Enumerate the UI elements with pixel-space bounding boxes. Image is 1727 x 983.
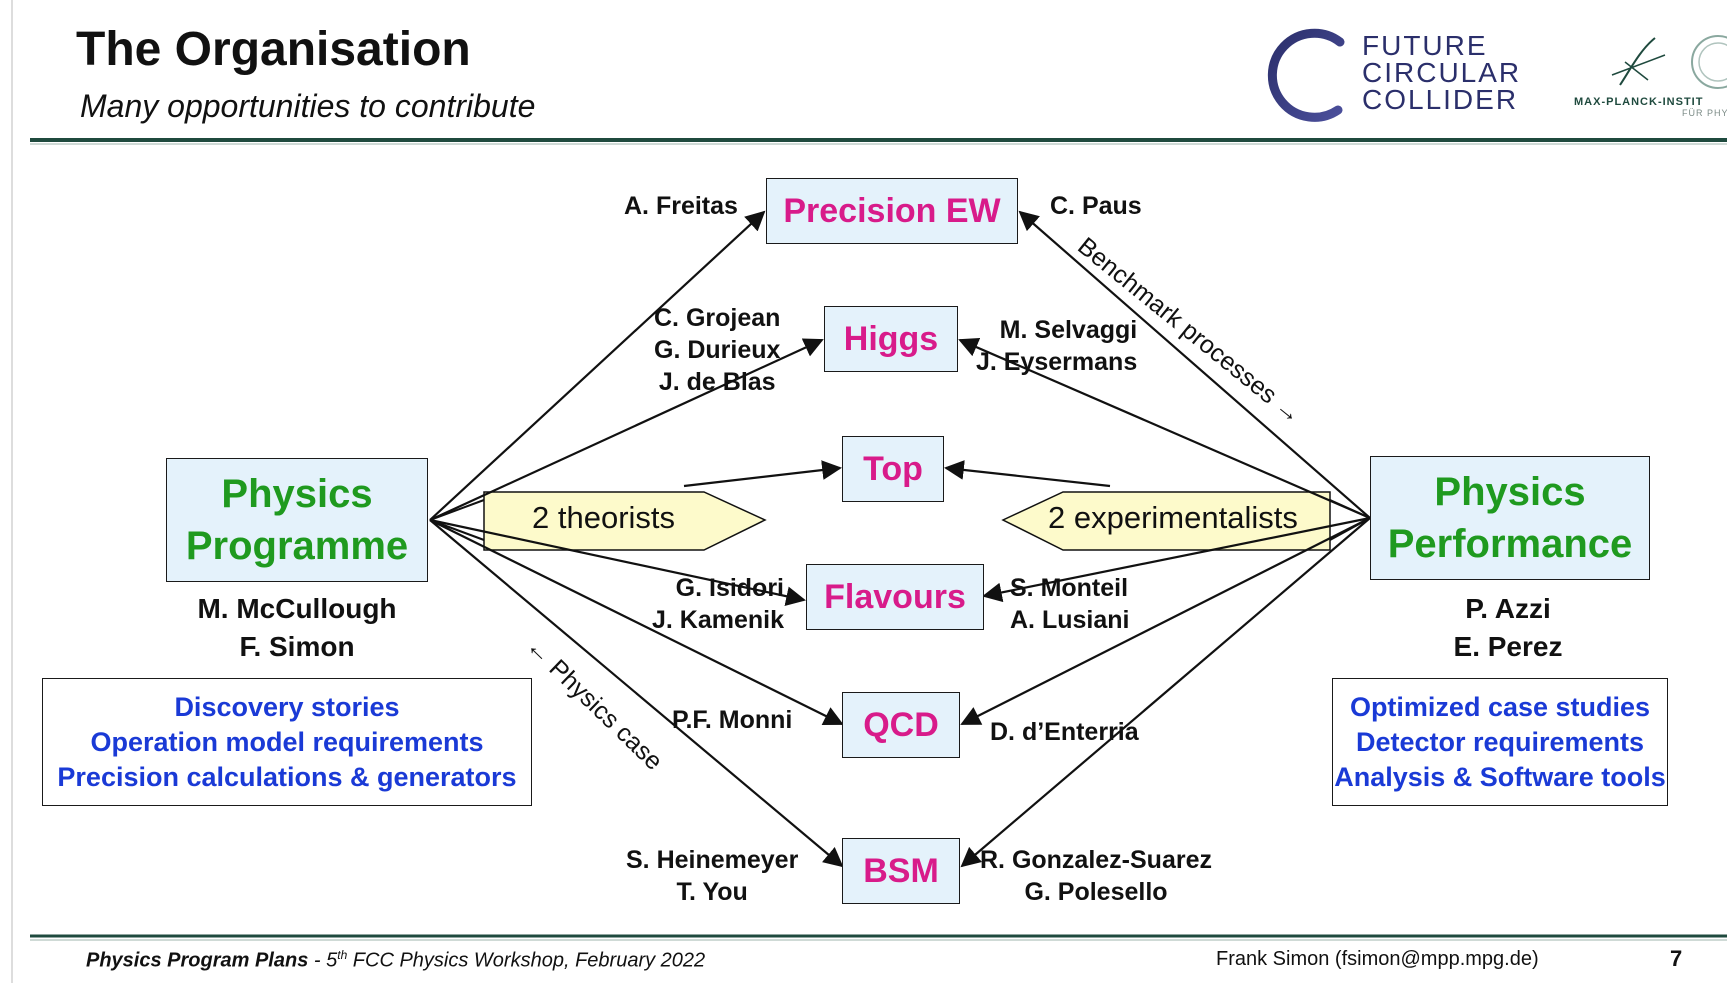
flavours-left-names: G. Isidori J. Kamenik [652,574,785,634]
flavours-right-names: S. Monteil A. Lusiani [1010,574,1130,634]
higgs-right-names: M. Selvaggi J. Eysermans [976,316,1138,376]
qcd-right-names: D. d’Enterria [990,718,1139,746]
fcc-logo-text: FUTURE CIRCULAR COLLIDER [1362,30,1522,115]
performance-conveners: P. Azzi E. Perez [1453,593,1563,662]
experimentalists-callout [1001,491,1331,551]
theorists-label: 2 theorists [532,500,676,535]
qcd-left-names: P.F. Monni [672,706,793,734]
page-subtitle: Many opportunities to contribute [80,88,536,124]
bsm-right-names: R. Gonzalez-Suarez G. Polesello [980,846,1212,906]
mpi-logo-icon [1611,35,1727,89]
higgs-left-names: C. Grojean G. Durieux J. de Blas [654,304,781,396]
page-title: The Organisation [76,23,471,76]
topic-bsm: BSM [842,838,960,904]
precision-ew-left-names: A. Freitas [624,192,738,220]
topic-precision-ew: Precision EW [766,178,1018,244]
experimentalists-label: 2 experimentalists [1048,500,1298,535]
physics-performance-box: Physics Performance [1370,456,1650,580]
footer-author: Frank Simon (fsimon@mpp.mpg.de) [1216,948,1539,970]
programme-arrows [429,210,844,868]
page-number: 7 [1670,946,1683,971]
footer-left: Physics Program Plans - 5th FCC Physics … [86,948,706,972]
topic-top: Top [842,436,944,502]
precision-ew-right-names: C. Paus [1050,192,1142,220]
mpi-logo-text: MAX-PLANCK-INSTIT [1574,96,1704,108]
programme-tasks-box: Discovery stories Operation model requir… [42,678,532,806]
theorists-callout [483,491,767,551]
topic-flavours: Flavours [806,564,984,630]
bsm-left-names: S. Heinemeyer T. You [626,846,799,906]
mpi-logo-subtext: FÜR PHY [1682,108,1727,118]
physics-programme-box: Physics Programme [166,458,428,582]
performance-arrows [944,210,1371,868]
topic-higgs: Higgs [824,306,958,372]
performance-tasks-box: Optimized case studies Detector requirem… [1332,678,1668,806]
programme-conveners: M. McCullough F. Simon [197,593,397,662]
topic-qcd: QCD [842,692,960,758]
fan-ticks [429,499,1371,541]
fcc-logo-icon [1267,28,1345,122]
